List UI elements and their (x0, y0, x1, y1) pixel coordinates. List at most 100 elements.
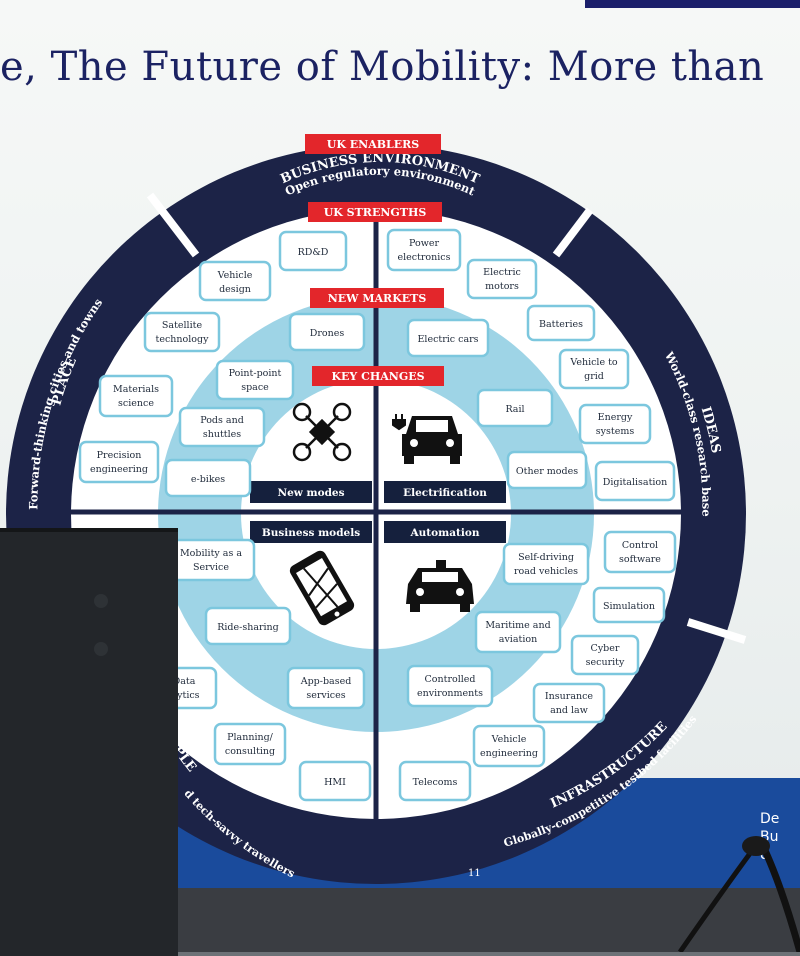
logo-text: De (760, 811, 780, 827)
box-text: engineering (90, 464, 148, 475)
box-text: Satellite (162, 320, 203, 331)
box-text: Pods and (200, 415, 244, 426)
box-text: Service (193, 562, 229, 573)
quadrant-label: Electrification (403, 487, 487, 499)
box-text: services (306, 690, 345, 701)
smartphone-map-icon (289, 550, 355, 626)
box-text: electronics (397, 252, 450, 263)
box-text: Precision (97, 450, 142, 461)
tag-label: NEW MARKETS (328, 292, 427, 305)
box-text: Power (409, 238, 439, 249)
box-text: alytics (168, 690, 199, 701)
box-text: Energy (598, 412, 633, 423)
box-vehicle-to-grid: Vehicle to grid (558, 348, 630, 390)
box-satellite-technology: Satellite technology (143, 311, 221, 353)
box-text: and law (550, 705, 588, 716)
microphone-icon (677, 836, 800, 952)
box-pods-and-shuttles: Pods and shuttles (178, 406, 266, 448)
tag-label: UK STRENGTHS (324, 206, 427, 219)
box-text: Electric (483, 267, 521, 278)
box-simulation: Simulation (592, 586, 666, 624)
box-text: environments (417, 688, 483, 699)
tag-label: KEY CHANGES (331, 370, 424, 383)
box-text: Data (173, 676, 196, 687)
box-batteries: Batteries (526, 304, 596, 342)
box-text: systems (596, 426, 635, 437)
quadrant-new-modes: New modes (250, 481, 372, 503)
box-text: Vehicle (217, 270, 253, 281)
box-text: Vehicle to (569, 357, 618, 368)
box-text: Maritime and (485, 620, 550, 631)
lectern-bolt (94, 642, 108, 656)
box-text: grid (584, 371, 604, 382)
electric-car-icon (392, 414, 462, 464)
box-text: technology (156, 334, 210, 345)
box-text: shuttles (203, 429, 241, 440)
box-mobility-as-a-service: Mobility as a Service (166, 538, 256, 582)
box-text: Mobility as a (180, 548, 242, 559)
box-text: motors (485, 281, 519, 292)
box-text: Materials (113, 384, 159, 395)
box-text: Digitalisation (603, 477, 668, 488)
quadrant-label: Business models (262, 527, 360, 539)
box-planning-consulting: Planning/consulting (213, 722, 287, 766)
box-vehicle-engineering: Vehicle engineering (472, 724, 546, 768)
box-text: Point-point (229, 368, 282, 379)
box-text: Other modes (516, 466, 578, 477)
box-app-based-services: App-based services (286, 666, 366, 710)
box-energy-systems: Energy systems (578, 403, 652, 445)
box-text: design (219, 284, 251, 295)
box-text: consulting (225, 746, 275, 757)
box-maritime-and-aviation: Maritime and aviation (474, 610, 562, 654)
tag-uk-strengths: UK STRENGTHS (308, 202, 442, 222)
slide-title: e, The Future of Mobility: More than (0, 44, 765, 90)
tag-uk-enablers: UK ENABLERS (305, 134, 441, 154)
box-text: aviation (499, 634, 537, 645)
box-text: Controlled (425, 674, 476, 685)
box-text: Simulation (603, 601, 655, 612)
quadrant-label: New modes (277, 487, 344, 499)
box-text: Self-driving (518, 552, 574, 563)
box-power-electronics: Power electronics (386, 228, 462, 272)
box-controlled-environments: Controlled environments (406, 664, 494, 708)
box-text: Batteries (539, 319, 583, 330)
box-rail: Rail (476, 388, 554, 428)
tag-new-markets: NEW MARKETS (310, 288, 444, 308)
quadrant-automation: Automation (384, 521, 506, 543)
quadrant-business-models: Business models (250, 521, 372, 543)
box-text: Planning/ (227, 732, 274, 743)
box-text: Control (622, 540, 658, 551)
box-vehicle-design: Vehicle design (198, 260, 272, 302)
page-number: 11 (468, 868, 481, 879)
screen-top-edge (585, 0, 800, 8)
lectern-bolt (94, 594, 108, 608)
box-digitalisation: Digitalisation (594, 460, 676, 502)
box-rdd: RD&D (278, 230, 348, 272)
box-electric-cars: Electric cars (406, 318, 490, 358)
box-ride-sharing: Ride-sharing (204, 606, 292, 646)
box-text: HMI (324, 777, 346, 788)
box-text: Ride-sharing (217, 622, 279, 633)
box-text: engineering (480, 748, 538, 759)
box-text: Vehicle (491, 734, 527, 745)
box-drones: Drones (288, 312, 366, 352)
box-text: e-bikes (191, 474, 225, 485)
drone-icon (292, 402, 352, 462)
box-e-bikes: e-bikes (164, 458, 252, 498)
box-text: App-based (300, 676, 352, 687)
box-text: Rail (505, 404, 524, 415)
box-other-modes: Other modes (506, 450, 588, 490)
box-text: software (619, 554, 661, 565)
lectern (0, 528, 178, 956)
box-precision-engineering: Precision engineering (78, 440, 160, 484)
box-self-driving: Self-driving road vehicles (502, 542, 590, 586)
tag-key-changes: KEY CHANGES (312, 366, 444, 386)
box-control-software: Control software (603, 530, 677, 574)
ring-separators (146, 192, 747, 644)
box-text: road vehicles (514, 566, 578, 577)
